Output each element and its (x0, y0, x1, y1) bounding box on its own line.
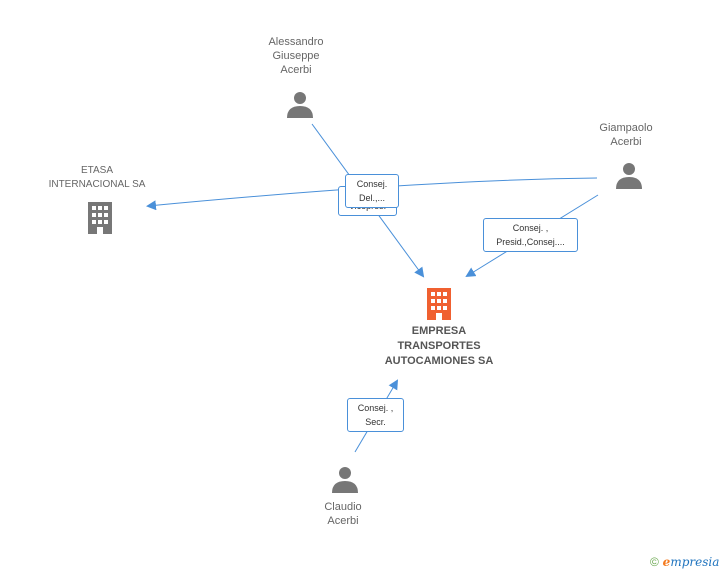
company-label-empresa[interactable]: EMPRESA TRANSPORTES AUTOCAMIONES SA (366, 324, 512, 369)
person-name-line: Claudio (324, 501, 362, 513)
person-name-line: Acerbi (327, 515, 359, 527)
edge-label-line: Consej. , (512, 223, 549, 233)
building-icon[interactable] (84, 200, 116, 234)
edge-label-giampaolo[interactable]: Consej. , Presid.,Consej.... (483, 218, 578, 252)
company-name-line: ETASA (80, 165, 114, 176)
building-icon-main[interactable] (423, 286, 455, 320)
edge-label-claudio[interactable]: Consej. , Secr. (347, 398, 404, 432)
company-name-line: INTERNACIONAL SA (48, 179, 146, 190)
person-name-line: Giuseppe (272, 50, 320, 62)
company-name-line: TRANSPORTES (397, 340, 481, 352)
edge-label-alessandro[interactable]: Consej. Del.,... (345, 174, 399, 208)
person-label-alessandro[interactable]: Alessandro Giuseppe Acerbi (246, 35, 346, 77)
person-icon[interactable] (331, 465, 359, 493)
person-icon[interactable] (286, 90, 314, 118)
person-icon[interactable] (615, 161, 643, 189)
person-name-line: Acerbi (280, 64, 312, 76)
person-name-line: Acerbi (610, 136, 642, 148)
company-name-line: AUTOCAMIONES SA (384, 355, 494, 367)
person-name-line: Giampaolo (599, 122, 653, 134)
brand-initial: e (662, 555, 671, 569)
edge-label-line: Consej. , (357, 403, 394, 413)
company-name-line: EMPRESA (411, 325, 467, 337)
edge-label-line: Del.,... (358, 193, 385, 203)
person-label-giampaolo[interactable]: Giampaolo Acerbi (576, 121, 676, 149)
person-name-line: Alessandro (268, 36, 324, 48)
edge-label-line: Secr. (365, 417, 386, 427)
brand-name: mpresia (670, 555, 720, 569)
brand-logo: © empresia (650, 555, 719, 569)
edge-label-line: Consej. (356, 179, 388, 189)
person-label-claudio[interactable]: Claudio Acerbi (293, 500, 393, 528)
edge-label-line: Presid.,Consej.... (496, 237, 565, 247)
copyright-symbol: © (650, 555, 659, 569)
company-label-etasa[interactable]: ETASA INTERNACIONAL SA (37, 164, 157, 192)
